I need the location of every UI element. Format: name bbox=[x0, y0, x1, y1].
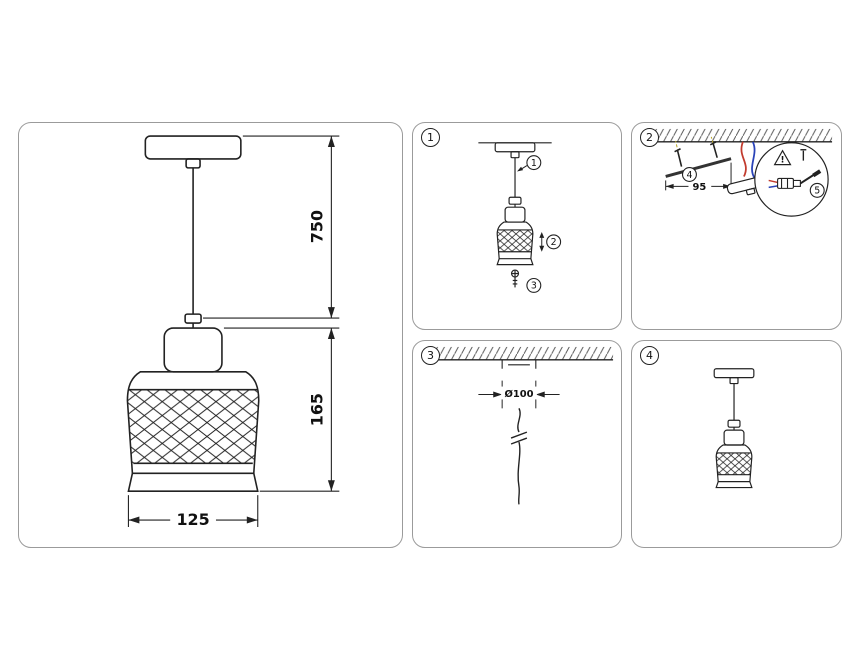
arrowhead bbox=[327, 328, 335, 339]
cord-grip bbox=[727, 419, 741, 428]
callout-2-circle bbox=[546, 234, 562, 250]
callout-5-circle bbox=[809, 182, 825, 198]
callout-4-label: 4 bbox=[686, 170, 692, 181]
callout-3-circle bbox=[526, 277, 542, 293]
screw-icon bbox=[510, 269, 520, 288]
screwdriver-shaft bbox=[799, 173, 815, 185]
arrowhead bbox=[128, 516, 140, 524]
step-2-badge: 2 bbox=[640, 128, 659, 147]
step-4-drawing bbox=[713, 368, 755, 489]
socket-housing bbox=[504, 206, 526, 223]
wire-blue bbox=[751, 141, 756, 179]
lamp-shade bbox=[496, 221, 534, 260]
arrowhead bbox=[539, 231, 545, 238]
step-1-drawing: 1 2 3 bbox=[478, 142, 562, 293]
step-2-drawing: 4 95 ! bbox=[643, 128, 833, 217]
panel-step-4: 4 bbox=[631, 340, 842, 548]
wire-blue-stub bbox=[768, 185, 778, 189]
cord-grip bbox=[184, 313, 202, 324]
screw-axis-dashed bbox=[675, 140, 683, 167]
terminal-screw-icon bbox=[800, 149, 807, 161]
dim-cord-length-label: 750 bbox=[307, 210, 326, 243]
dimension-shade-height bbox=[223, 327, 340, 492]
ceiling-canopy bbox=[713, 368, 755, 379]
panel-main-dimensions: 750 165 125 bbox=[18, 122, 403, 548]
arrowhead bbox=[535, 391, 545, 398]
arrowhead bbox=[246, 516, 258, 524]
dim-hole-diameter-label: Ø100 bbox=[504, 388, 533, 400]
ceiling-canopy bbox=[494, 142, 536, 153]
arrowhead bbox=[665, 183, 674, 189]
dim-shade-height-label: 165 bbox=[307, 393, 326, 426]
shade-rim bbox=[127, 473, 259, 492]
ceiling-hatch bbox=[643, 128, 833, 142]
wire-red bbox=[740, 141, 747, 177]
hanging-cable bbox=[510, 408, 528, 505]
shade-crosshatch-pattern bbox=[127, 389, 259, 464]
wire-red-stub bbox=[768, 179, 778, 184]
dim-label-mask bbox=[501, 386, 537, 400]
shade-rim bbox=[496, 258, 534, 266]
step-4-badge: 4 bbox=[640, 346, 659, 365]
socket-housing bbox=[163, 327, 223, 373]
detail-magnifier-circle bbox=[754, 142, 829, 217]
assembled-lamp-outline bbox=[713, 368, 755, 489]
panel-step-1: 1 bbox=[412, 122, 622, 330]
step-3-drawing: Ø100 bbox=[424, 346, 614, 505]
dim-bracket-holes-label: 95 bbox=[692, 182, 706, 193]
socket-housing bbox=[723, 429, 745, 446]
arrowhead bbox=[327, 136, 335, 147]
warning-exclamation: ! bbox=[781, 156, 785, 166]
arrowhead bbox=[327, 307, 335, 319]
warning-triangle-icon bbox=[773, 149, 792, 166]
shade-crosshatch-pattern bbox=[716, 452, 752, 475]
lamp-shade bbox=[715, 444, 753, 483]
dim-shade-width-label: 125 bbox=[176, 510, 209, 529]
callout-1-label: 1 bbox=[531, 158, 537, 169]
detail-contents: ! bbox=[768, 149, 822, 189]
ceiling-canopy bbox=[144, 135, 242, 160]
shade-crosshatch-pattern bbox=[497, 229, 533, 252]
callout-3-label: 3 bbox=[531, 281, 537, 292]
main-lamp-drawing: 750 165 125 bbox=[126, 135, 340, 529]
arrowhead bbox=[517, 166, 524, 172]
step-3-badge: 3 bbox=[421, 346, 440, 365]
arrowhead bbox=[327, 480, 335, 492]
callout-1-circle bbox=[526, 155, 542, 171]
ceiling-hatch bbox=[424, 346, 614, 360]
shade-rim bbox=[715, 481, 753, 489]
mounting-screws bbox=[674, 141, 718, 167]
step-1-badge: 1 bbox=[421, 128, 440, 147]
panel-step-3: 3 Ø100 bbox=[412, 340, 622, 548]
dimension-cord-length bbox=[203, 135, 340, 319]
mini-lamp-outline bbox=[478, 142, 552, 266]
callout-5-label: 5 bbox=[814, 186, 820, 197]
screwdriver-handle bbox=[812, 169, 822, 178]
hole-edge-marks bbox=[501, 359, 537, 369]
callout-4-circle bbox=[681, 167, 697, 182]
canopy-connector bbox=[185, 158, 201, 169]
arrowhead bbox=[539, 245, 545, 252]
cord-grip bbox=[508, 196, 522, 205]
callout-2-label: 2 bbox=[551, 237, 557, 248]
arrowhead bbox=[493, 391, 503, 398]
mounting-bracket bbox=[665, 157, 732, 178]
panel-step-2: 2 4 bbox=[631, 122, 842, 330]
